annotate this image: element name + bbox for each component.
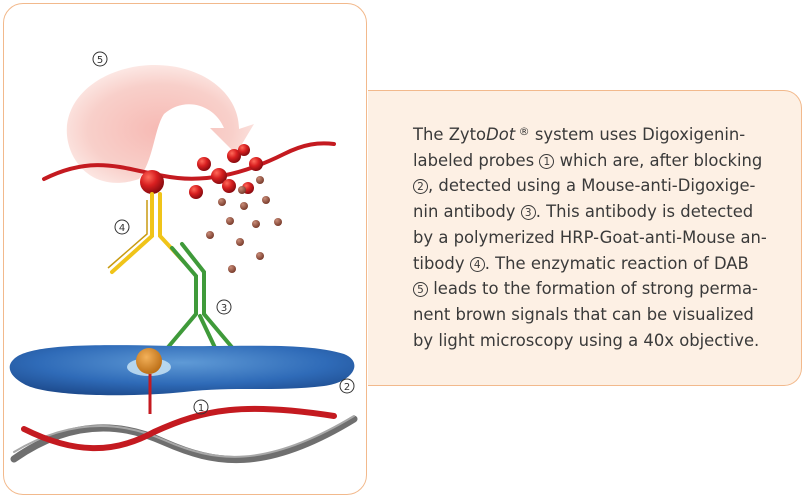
text-fragment: The Zyto (413, 125, 487, 144)
text-fragment: which are, after blocking (554, 150, 763, 170)
target-dna (10, 405, 358, 464)
step-number-badge: 3 (520, 205, 536, 221)
dab-reaction-arrow (66, 64, 254, 183)
description-line: by light microscopy using a 40x objectiv… (413, 328, 783, 354)
illustration-panel: 5 4 3 2 1 (3, 3, 367, 495)
callout-4: 4 (114, 219, 130, 235)
description-line: labeled probes 1 which are, after blocki… (413, 148, 783, 174)
text-fragment: nent brown signals that can be visualize… (413, 304, 754, 324)
step-number-badge: 2 (413, 179, 428, 195)
svg-text:2: 2 (344, 382, 350, 393)
text-fragment: leads to the formation of strong perma- (428, 279, 758, 299)
callout-5: 5 (92, 51, 108, 67)
digoxigenin-label (127, 348, 171, 376)
callout-2: 2 (339, 378, 355, 394)
callout-1: 1 (193, 399, 209, 415)
description-line: nent brown signals that can be visualize… (413, 302, 783, 328)
step-number-badge: 1 (539, 153, 555, 169)
description-line: by a polymerized HRP-Goat-anti-Mouse an- (413, 225, 783, 251)
description-line: 5 leads to the formation of strong perma… (413, 276, 783, 302)
probe-strand-top (42, 141, 336, 181)
text-fragment: tibody (413, 253, 470, 273)
blocking-layer (9, 345, 355, 396)
zytodot-diagram: 5 4 3 2 1 (9, 51, 358, 464)
step-number-badge: 4 (469, 256, 485, 272)
description-line: The ZytoDot ® system uses Digoxigenin- (413, 119, 783, 148)
registered-mark: ® (515, 125, 530, 138)
text-fragment: by a polymerized HRP-Goat-anti-Mouse an- (413, 227, 767, 247)
description-line: tibody 4. The enzymatic reaction of DAB (413, 251, 783, 277)
step-number-badge: 5 (413, 282, 428, 298)
text-fragment: by light microscopy using a 40x objectiv… (413, 330, 760, 350)
text-fragment: labeled probes (413, 150, 540, 170)
dab-red-clusters (140, 144, 263, 199)
svg-text:4: 4 (119, 223, 125, 234)
description-line: 2, detected using a Mouse-anti-Digoxige- (413, 173, 783, 199)
svg-text:1: 1 (198, 403, 204, 414)
description-panel: The ZytoDot ® system uses Digoxigenin-la… (368, 90, 802, 386)
callout-3: 3 (216, 299, 232, 315)
text-fragment: system uses Digoxigenin- (529, 125, 746, 144)
svg-text:5: 5 (97, 55, 103, 66)
mouse-anti-digoxigenin-antibody (162, 242, 238, 356)
text-fragment: . The enzymatic reaction of DAB (484, 253, 749, 273)
description-line: nin antibody 3. This antibody is detecte… (413, 199, 783, 225)
brand-name-italic: Dot (486, 125, 516, 144)
description-text: The ZytoDot ® system uses Digoxigenin-la… (413, 119, 783, 353)
text-fragment: . This antibody is detected (535, 202, 754, 222)
text-fragment: nin antibody (413, 202, 521, 222)
svg-text:3: 3 (221, 303, 227, 314)
text-fragment: , detected using a Mouse-anti-Digoxige- (428, 176, 756, 196)
dab-brown-dots (206, 176, 282, 273)
